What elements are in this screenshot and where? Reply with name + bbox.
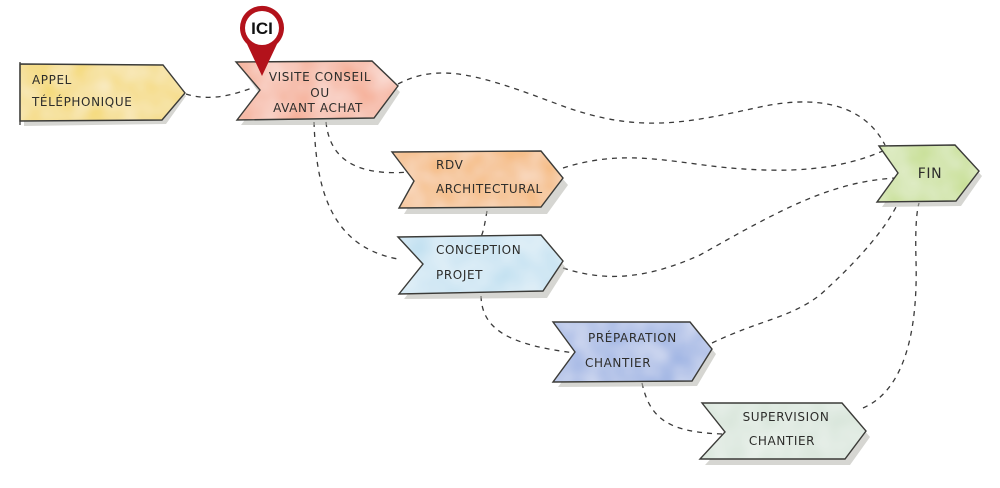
pin-inner-circle — [245, 11, 279, 45]
step-appel-telephonique[interactable]: APPEL TÉLÉPHONIQUE — [19, 62, 186, 126]
step-label: CONCEPTION — [436, 243, 521, 257]
step-supervision-chantier[interactable]: SUPERVISION CHANTIER — [698, 402, 870, 465]
step-label: PRÉPARATION — [588, 330, 677, 345]
step-label: CHANTIER — [749, 434, 815, 448]
step-label: RDV — [436, 158, 464, 172]
step-visite-conseil[interactable]: VISITE CONSEIL OU AVANT ACHAT — [234, 60, 400, 125]
connectors — [185, 72, 920, 435]
step-label: FIN — [918, 166, 942, 182]
step-label: OU — [310, 86, 329, 100]
step-fin[interactable]: FIN — [875, 144, 982, 207]
step-label: APPEL — [32, 73, 72, 87]
edge-visite-conception — [313, 121, 399, 260]
current-step-marker: ICI — [239, 5, 284, 77]
step-shape — [700, 403, 866, 459]
edge-rdv-conception — [480, 210, 488, 238]
edge-preparation-supervision — [641, 382, 723, 435]
edge-appel-visite — [185, 87, 253, 98]
step-shape — [20, 64, 185, 121]
edge-visite-rdv — [325, 121, 411, 174]
step-label: ARCHITECTURAL — [436, 182, 543, 196]
step-label: TÉLÉPHONIQUE — [31, 94, 132, 109]
step-shape — [392, 151, 563, 208]
edge-conception-fin — [562, 177, 896, 278]
process-steps: APPEL TÉLÉPHONIQUE VISITE CONSEIL OU AVA… — [19, 60, 982, 465]
edge-visite-fin — [397, 72, 886, 146]
step-label: AVANT ACHAT — [273, 101, 363, 115]
marker-label: ICI — [251, 19, 273, 38]
edge-supervision-fin — [862, 202, 920, 409]
edge-preparation-fin — [711, 202, 899, 344]
step-shape — [877, 145, 979, 202]
edge-conception-preparation — [480, 295, 576, 354]
edge-rdv-fin — [562, 149, 886, 171]
step-shape — [553, 322, 712, 382]
step-label: SUPERVISION — [743, 410, 830, 424]
step-label: PROJET — [436, 268, 483, 282]
step-label: VISITE CONSEIL — [269, 70, 371, 84]
step-shape — [398, 235, 563, 294]
step-preparation-chantier[interactable]: PRÉPARATION CHANTIER — [551, 321, 716, 387]
step-label: CHANTIER — [585, 356, 651, 370]
step-shape — [236, 61, 398, 120]
step-conception-projet[interactable]: CONCEPTION PROJET — [396, 234, 566, 299]
step-rdv-architectural[interactable]: RDV ARCHITECTURAL — [390, 150, 568, 214]
